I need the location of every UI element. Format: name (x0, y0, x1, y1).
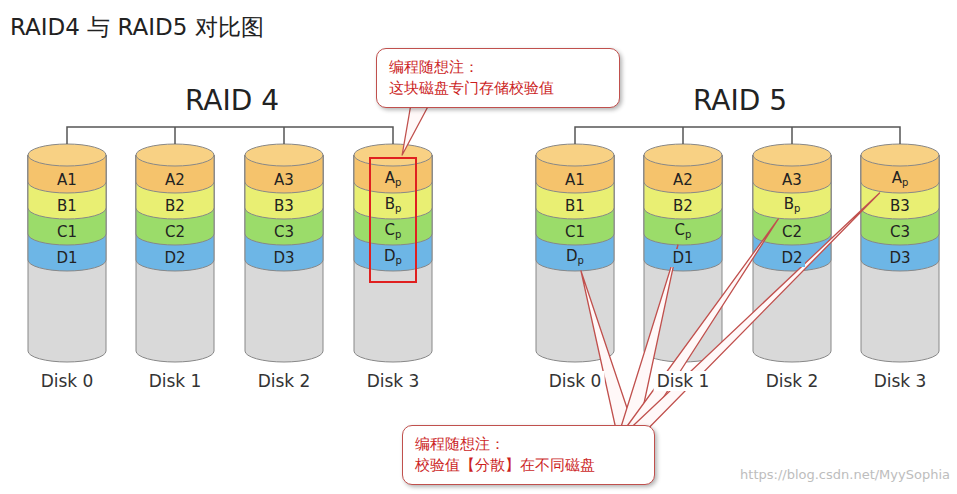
disk-label: Disk 2 (255, 371, 314, 391)
disk-label: Disk 0 (546, 371, 605, 391)
block-label: A2 (163, 171, 187, 189)
callout-pointer (581, 271, 634, 428)
disk-label: Disk 2 (763, 371, 822, 391)
block-label: D1 (670, 249, 695, 267)
disk-cylinder: A3BpC2D2Disk 2 (753, 143, 831, 393)
block-label: D3 (271, 249, 296, 267)
raid-heading: RAID 5 (693, 84, 787, 117)
block-label: B3 (888, 197, 912, 215)
callout-box: 编程随想注：这块磁盘专门存储校验值 (376, 48, 620, 108)
stripe-band: A3 (245, 155, 323, 193)
disk-cylinder: A1B1C1D1Disk 0 (28, 143, 106, 393)
diagram-title: RAID4 与 RAID5 对比图 (10, 12, 264, 43)
disk-label: Disk 0 (38, 371, 97, 391)
block-label: D2 (779, 249, 804, 267)
stripe-band: A3 (753, 155, 831, 193)
block-label: A1 (563, 171, 587, 189)
block-label: Bp (383, 195, 404, 218)
stripe-band: A1 (28, 155, 106, 193)
block-label: A1 (55, 171, 79, 189)
callout-pointer (402, 105, 429, 155)
stripe-band: Ap (861, 155, 939, 193)
callout-box: 编程随想注：校验值【分散】在不同磁盘 (402, 425, 655, 485)
callout-pointer (626, 219, 779, 428)
stripe-band: A2 (136, 155, 214, 193)
block-label: Dp (382, 247, 404, 270)
disk-body (28, 144, 106, 362)
disk-cylinder: A2B2CpD1Disk 1 (644, 143, 722, 393)
disk-cylinder: A1B1C1DpDisk 0 (536, 143, 614, 393)
raid-heading: RAID 4 (185, 84, 279, 117)
block-label: Cp (673, 221, 694, 244)
stripe-band: A1 (536, 155, 614, 193)
disk-label: Disk 3 (871, 371, 930, 391)
block-label: B1 (563, 197, 587, 215)
block-label: D2 (162, 249, 187, 267)
disk-label: Disk 3 (364, 371, 423, 391)
disk-body (354, 144, 432, 362)
block-label: A3 (780, 171, 804, 189)
disk-body (861, 144, 939, 362)
block-label: Bp (782, 195, 803, 218)
block-label: A2 (671, 171, 695, 189)
block-label: B2 (671, 197, 695, 215)
stripe-band: Ap (354, 155, 432, 193)
block-label: B2 (163, 197, 187, 215)
block-label: C2 (780, 223, 804, 241)
block-label: Ap (890, 169, 911, 192)
block-label: A3 (272, 171, 296, 189)
raid4-bus (67, 127, 393, 144)
block-label: D3 (887, 249, 912, 267)
disk-body (536, 144, 614, 362)
disk-cylinder: ApBpCpDpDisk 3 (354, 143, 432, 393)
callout-pointer (631, 193, 880, 428)
raid5-bus (575, 127, 900, 144)
block-label: C1 (55, 223, 79, 241)
disk-cylinder: A3B3C3D3Disk 2 (245, 143, 323, 393)
block-label: Dp (564, 247, 586, 270)
disk-body (245, 144, 323, 362)
disk-cylinder: ApB3C3D3Disk 3 (861, 143, 939, 393)
block-label: C1 (563, 223, 587, 241)
block-label: Ap (383, 169, 404, 192)
disk-body (136, 144, 214, 362)
block-label: C3 (272, 223, 296, 241)
block-label: Cp (383, 221, 404, 244)
block-label: B1 (55, 197, 79, 215)
callout-text: 编程随想注： (389, 57, 607, 78)
callout-text: 校验值【分散】在不同磁盘 (415, 455, 642, 476)
block-label: B3 (272, 197, 296, 215)
stripe-band: A2 (644, 155, 722, 193)
callout-text: 这块磁盘专门存储校验值 (389, 78, 607, 99)
watermark: https://blog.csdn.net/MyySophia (740, 467, 950, 482)
disk-label: Disk 1 (654, 371, 713, 391)
block-label: C3 (888, 223, 912, 241)
block-label: C2 (163, 223, 187, 241)
callout-text: 编程随想注： (415, 434, 642, 455)
disk-label: Disk 1 (146, 371, 205, 391)
parity-highlight (370, 158, 416, 282)
disk-cylinder: A2B2C2D2Disk 1 (136, 143, 214, 393)
block-label: D1 (54, 249, 79, 267)
